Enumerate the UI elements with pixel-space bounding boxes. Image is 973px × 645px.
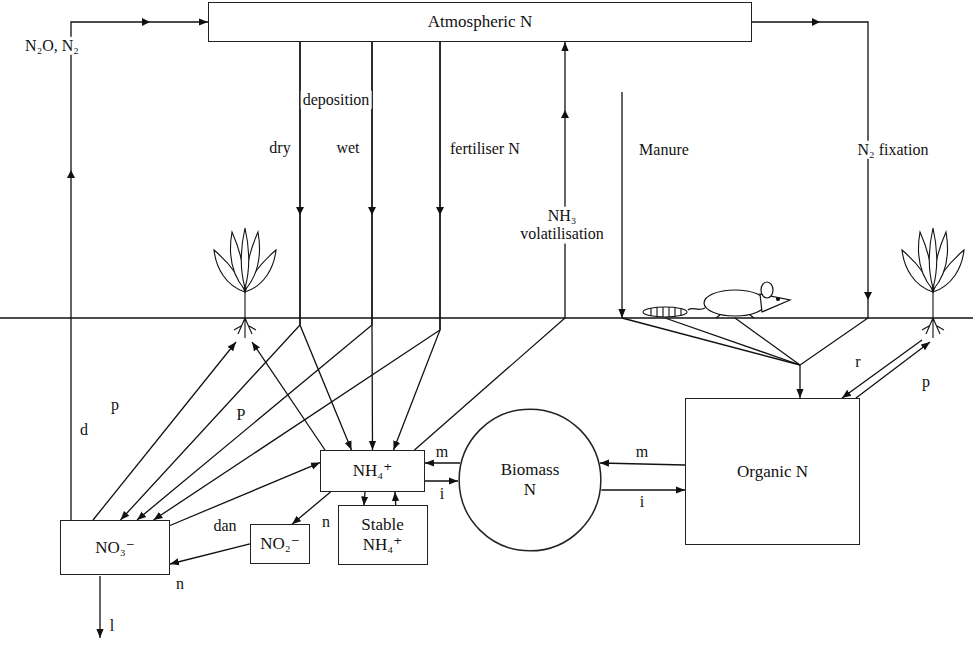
flow-arrow	[752, 22, 868, 398]
process-letter: n	[174, 575, 186, 593]
mouse	[688, 282, 790, 318]
process-letter: m	[634, 443, 650, 461]
process-letter: d	[78, 421, 90, 439]
flow-arrow	[600, 463, 685, 465]
node-text: Atmospheric N	[428, 12, 532, 32]
flow-arrow	[601, 489, 685, 490]
node-text: NO₂⁻	[260, 534, 299, 554]
flow-label: N₂O, N₂	[23, 37, 81, 55]
flow-arrow	[425, 480, 458, 481]
uptake-line	[93, 342, 236, 520]
input-line	[665, 318, 800, 365]
process-letter: p	[109, 396, 121, 414]
process-letter: i	[438, 485, 446, 503]
flow-arrow	[394, 42, 441, 450]
flow-arrow	[170, 463, 320, 526]
flow-label: N₂ fixation	[856, 141, 931, 159]
pool-box: Organic N	[685, 398, 860, 545]
flow-arrow	[394, 492, 396, 505]
process-letter: m	[434, 443, 450, 461]
node-text: Stable NH₄⁺	[348, 515, 418, 554]
flow-arrow	[154, 42, 441, 520]
flow-label: dry	[267, 139, 292, 157]
flow-arrowheads	[67, 18, 872, 300]
node-text: NO₃⁻	[95, 538, 134, 558]
process-letter: i	[638, 493, 646, 511]
flow-label: wet	[334, 139, 361, 157]
pool-box: NO₃⁻	[60, 520, 170, 575]
return-line	[842, 340, 922, 398]
circle-outline	[459, 409, 601, 551]
process-letter: P	[235, 406, 248, 424]
process-letter: r	[853, 353, 862, 371]
node-text: Organic N	[737, 462, 808, 482]
pool-box: NH₄⁺	[320, 450, 425, 492]
flow-label: fertiliser N	[448, 140, 522, 158]
pool-box: NO₂⁻	[250, 524, 310, 564]
uptake-line	[856, 342, 930, 398]
process-letter: n	[320, 513, 332, 531]
manure-line	[621, 92, 622, 318]
pool-circle: Biomass N	[458, 408, 602, 552]
plant	[214, 228, 276, 338]
flow-label: Manure	[637, 141, 691, 159]
flow-arrow	[121, 42, 301, 520]
flow-arrow	[415, 42, 566, 450]
flow-label: deposition	[301, 91, 372, 109]
plant	[902, 228, 964, 338]
earthworm	[643, 307, 687, 317]
process-letter: l	[108, 617, 116, 635]
flow-arrow	[71, 22, 208, 520]
node-text: Biomass N	[494, 460, 566, 499]
input-line	[622, 318, 800, 365]
flow-arrow	[137, 42, 372, 520]
pool-box: Atmospheric N	[208, 2, 752, 42]
flow-label: NH₃ volatilisation	[505, 207, 619, 244]
input-line	[735, 318, 800, 365]
soil-surface	[0, 317, 973, 318]
flow-arrow	[425, 462, 460, 463]
leaching-line	[99, 576, 100, 638]
process-letter: p	[920, 373, 932, 391]
pool-box: Stable NH₄⁺	[338, 505, 428, 564]
flow-arrow	[170, 544, 250, 564]
node-text: NH₄⁺	[353, 461, 392, 481]
process-letter: dan	[211, 517, 238, 535]
flow-arrow	[364, 492, 365, 505]
